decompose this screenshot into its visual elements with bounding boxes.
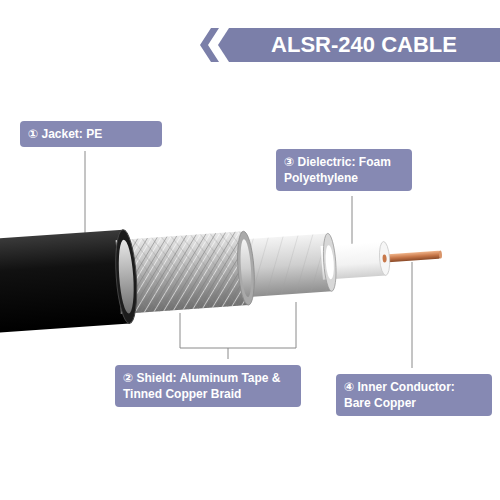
- braid-end: [235, 231, 256, 306]
- callout-box: ② Shield: Aluminum Tape & Tinned Copper …: [115, 365, 301, 407]
- callout-box: ③ Dielectric: Foam Polyethylene: [276, 149, 412, 191]
- coax-cable: [0, 208, 445, 333]
- leader-line: [85, 151, 86, 234]
- callout-text: ② Shield: Aluminum Tape & Tinned Copper …: [123, 370, 293, 402]
- dielectric-edge: [325, 245, 335, 279]
- callout-text: ① Jacket: PE: [28, 126, 154, 142]
- callout-box: ④ Inner Conductor: Bare Copper: [336, 374, 492, 416]
- diagram-title: ALSR-240 CABLE: [228, 28, 500, 62]
- title-banner: [218, 28, 500, 62]
- leader-line: [352, 196, 353, 248]
- leader-line: [412, 262, 413, 368]
- leader-line: [228, 348, 229, 359]
- foil-end: [322, 233, 338, 292]
- conductor-tip: [439, 250, 443, 258]
- dielectric-end: [378, 241, 390, 276]
- jacket-end: [113, 229, 140, 324]
- inner-conductor: [382, 251, 440, 263]
- conductor-core: [382, 254, 387, 262]
- jacket: [0, 230, 130, 333]
- foil-edge: [239, 239, 253, 298]
- banner-chevron: [200, 28, 219, 62]
- callout-text: ③ Dielectric: Foam Polyethylene: [284, 154, 404, 186]
- callout-box: ① Jacket: PE: [20, 121, 162, 147]
- callout-text: ④ Inner Conductor: Bare Copper: [344, 379, 484, 411]
- braid-edge: [117, 239, 136, 314]
- dielectric: [321, 242, 386, 280]
- shield-bracket: [180, 302, 296, 348]
